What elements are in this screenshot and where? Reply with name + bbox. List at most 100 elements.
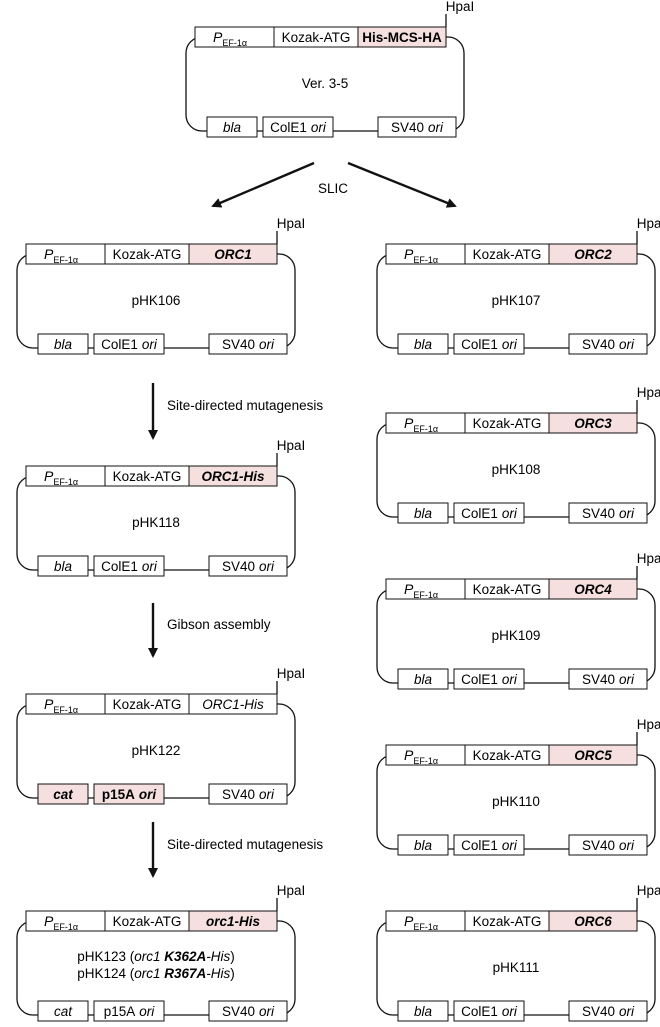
hpai-label: HpaI: [277, 216, 306, 231]
gene-box: [188, 465, 278, 487]
ori-box: [453, 668, 525, 690]
plasmid-phk107: PEF-1αKozak-ATGORC2HpaIblaColE1oriSV40or…: [376, 216, 660, 355]
resistance-marker-box: [37, 333, 89, 355]
resistance-marker-label: bla: [414, 337, 433, 352]
kozak-label: Kozak-ATG: [473, 582, 542, 597]
gene-box: [548, 578, 638, 600]
gene-label: ORC1: [214, 247, 252, 262]
sv40-ori-box: [568, 834, 648, 856]
hpai-label: HpaI: [277, 883, 306, 898]
ori-box: [93, 333, 165, 355]
plasmid-name: pHK110: [492, 794, 540, 809]
hpai-label: HpaI: [637, 216, 660, 231]
resistance-marker-box: [397, 668, 449, 690]
resistance-marker-label: bla: [414, 1004, 433, 1019]
plasmid-name: pHK124 (orc1 R367A-His): [77, 966, 235, 981]
kozak-label: Kozak-ATG: [473, 914, 542, 929]
resistance-marker-box: [397, 333, 449, 355]
promoter-label: PEF-1α: [44, 246, 78, 265]
promoter-label: PEF-1α: [44, 913, 78, 932]
plasmid-name: pHK107: [492, 293, 541, 308]
plasmid-name: pHK108: [492, 462, 541, 477]
plasmid-phk111: PEF-1αKozak-ATGORC6HpaIblaColE1oriSV40or…: [376, 883, 660, 1022]
sv40-ori-box: [208, 783, 288, 805]
promoter-label: PEF-1α: [213, 29, 247, 48]
kozak-label: Kozak-ATG: [473, 748, 542, 763]
arrow-slic-left: [211, 161, 315, 208]
gene-box: [188, 243, 278, 265]
resistance-marker-label: cat: [54, 1004, 73, 1019]
ori-box: [453, 333, 525, 355]
promoter-label: PEF-1α: [404, 415, 438, 434]
resistance-marker-box: [397, 834, 449, 856]
ori-box: [93, 555, 165, 577]
sv40-ori-box: [208, 1000, 288, 1022]
gene-box: [357, 26, 447, 48]
gene-label: ORC3: [574, 416, 612, 431]
resistance-marker-label: bla: [223, 120, 242, 135]
resistance-marker-label: bla: [414, 506, 433, 521]
ori-box: [93, 783, 165, 805]
arrow-slic-right: [347, 161, 457, 208]
promoter-label: PEF-1α: [44, 696, 78, 715]
gene-label: orc1-His: [206, 914, 261, 929]
sv40-ori-box: [377, 116, 457, 138]
gene-label: ORC1-His: [202, 697, 264, 712]
gene-label: ORC5: [574, 748, 612, 763]
ori-box: [453, 502, 525, 524]
kozak-label: Kozak-ATG: [113, 914, 182, 929]
resistance-marker-box: [397, 502, 449, 524]
hpai-label: HpaI: [637, 385, 660, 400]
kozak-label: Kozak-ATG: [113, 247, 182, 262]
ori-box: [93, 1000, 165, 1022]
sv40-ori-box: [208, 333, 288, 355]
plasmid-phk110: PEF-1αKozak-ATGORC5HpaIblaColE1oriSV40or…: [376, 717, 660, 856]
gibson-label: Gibson assembly: [167, 617, 271, 632]
gene-box: [548, 910, 638, 932]
plasmid-name: pHK111: [493, 960, 540, 975]
plasmid-name: pHK109: [492, 628, 541, 643]
gene-label: ORC2: [574, 247, 612, 262]
hpai-label: HpaI: [277, 666, 306, 681]
promoter-label: PEF-1α: [404, 747, 438, 766]
resistance-marker-label: bla: [54, 559, 73, 574]
sv40-ori-box: [568, 333, 648, 355]
gene-box: [548, 243, 638, 265]
resistance-marker-box: [206, 116, 258, 138]
promoter-label: PEF-1α: [404, 246, 438, 265]
kozak-label: Kozak-ATG: [473, 416, 542, 431]
sv40-ori-box: [568, 1000, 648, 1022]
resistance-marker-label: bla: [414, 672, 433, 687]
resistance-marker-box: [37, 555, 89, 577]
promoter-label: PEF-1α: [404, 581, 438, 600]
kozak-label: Kozak-ATG: [282, 30, 351, 45]
mutagenesis-1-label: Site-directed mutagenesis: [167, 398, 323, 413]
gene-box: [548, 744, 638, 766]
gene-label: ORC1-His: [201, 469, 265, 484]
resistance-marker-label: bla: [414, 838, 433, 853]
plasmid-name: pHK106: [132, 293, 181, 308]
hpai-label: HpaI: [637, 717, 660, 732]
gene-box: [548, 412, 638, 434]
kozak-label: Kozak-ATG: [473, 247, 542, 262]
hpai-label: HpaI: [637, 551, 660, 566]
hpai-label: HpaI: [277, 438, 306, 453]
